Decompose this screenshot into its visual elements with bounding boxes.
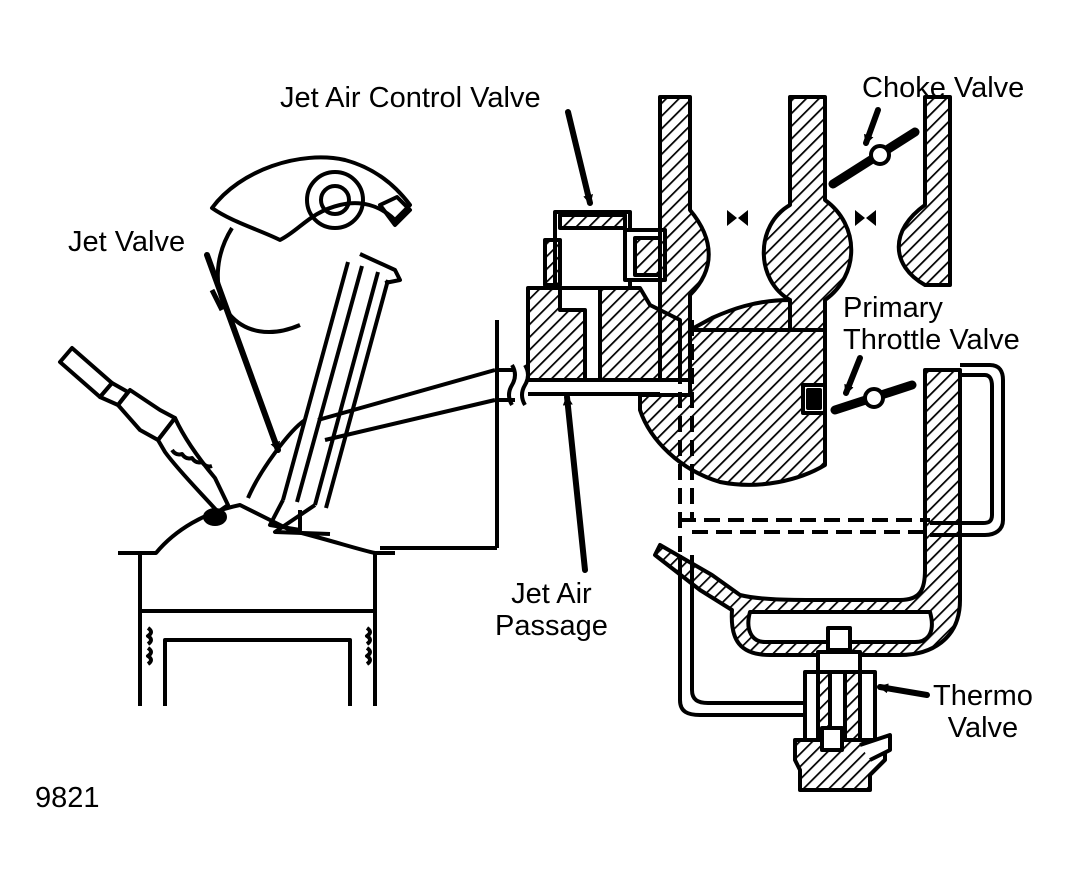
label-primary-throttle-line2: Throttle Valve: [843, 324, 1020, 356]
label-thermo-line2: Valve: [947, 712, 1019, 744]
label-jet-air-passage-line2: Passage: [495, 610, 608, 642]
label-primary-throttle-line1: Primary: [843, 292, 943, 324]
spark-plug: [58, 346, 230, 526]
choke-valve-plate: [828, 127, 920, 189]
label-thermo-valve: Thermo Valve: [933, 680, 1033, 744]
primary-throttle-plate: [830, 380, 917, 415]
label-jet-air-control-valve: Jet Air Control Valve: [280, 82, 541, 114]
label-primary-throttle-valve: Primary Throttle Valve: [843, 292, 1020, 356]
label-thermo-line1: Thermo: [933, 680, 1033, 712]
label-choke-valve: Choke Valve: [862, 72, 1025, 104]
dashed-passages: [678, 320, 930, 555]
label-jet-air-passage-line1: Jet Air: [511, 578, 592, 610]
label-jet-valve: Jet Valve: [68, 226, 186, 258]
leader-arrows: [204, 107, 930, 698]
venturi-nozzles: [727, 210, 876, 226]
jet-air-passage-pipe: [528, 378, 660, 396]
jet-valve-stem: [246, 252, 515, 536]
carburetor-body: [526, 95, 962, 657]
engine-cylinder-head: [118, 320, 499, 706]
label-jet-air-passage: Jet Air Passage: [495, 578, 608, 642]
figure-number: 9821: [35, 782, 100, 814]
thermo-valve-assembly: [793, 626, 892, 792]
bypass-tube: [678, 363, 1005, 717]
